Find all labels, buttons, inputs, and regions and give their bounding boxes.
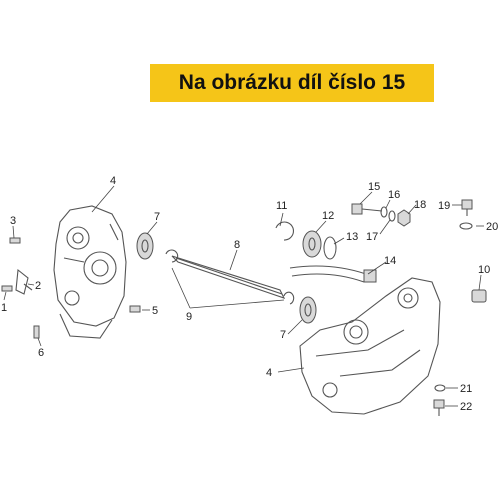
circlip-9a [165, 249, 179, 263]
nut-18 [397, 209, 411, 227]
callout-22: 22 [460, 401, 472, 413]
callout-3: 3 [10, 215, 16, 227]
right-crankcase [299, 277, 441, 415]
callout-15: 15 [368, 181, 380, 193]
callout-12: 12 [322, 210, 334, 222]
callout-4-right: 4 [266, 367, 272, 379]
callout-13: 13 [346, 231, 358, 243]
callout-20: 20 [486, 221, 498, 233]
leader-lines [3, 185, 484, 407]
callout-9: 9 [186, 311, 192, 323]
callout-19: 19 [438, 200, 450, 212]
callout-5: 5 [152, 305, 158, 317]
sensor-19 [461, 199, 473, 216]
bolt-15 [351, 203, 383, 215]
callout-8: 8 [234, 239, 240, 251]
callout-11: 11 [276, 200, 287, 212]
callout-7-upper: 7 [154, 211, 160, 223]
left-crankcase [53, 205, 127, 339]
callout-21: 21 [460, 383, 472, 395]
callout-7-lower: 7 [280, 329, 286, 341]
circlip-9b [283, 291, 295, 305]
part-2-fork [15, 268, 33, 295]
callout-1: 1 [1, 302, 7, 314]
callout-16: 16 [388, 189, 400, 201]
bearing-7-upper [136, 232, 154, 260]
part-3-pin [9, 237, 21, 244]
bush-10 [471, 289, 487, 303]
washer-16 [380, 206, 388, 218]
hose-14 [289, 265, 377, 283]
circlip-11 [275, 221, 295, 241]
bolt-22 [433, 399, 445, 416]
callout-4-left: 4 [110, 175, 116, 187]
title-banner: Na obrázku díl číslo 15 [150, 64, 434, 102]
callout-10: 10 [478, 264, 490, 276]
washer-17 [388, 210, 396, 222]
part-6-dowel [33, 325, 40, 339]
part-5-plug [129, 305, 141, 313]
washer-21 [434, 384, 446, 392]
callout-6: 6 [38, 347, 44, 359]
shaft-8 [171, 255, 286, 299]
part-1-screw [1, 285, 13, 292]
callout-2: 2 [35, 280, 41, 292]
banner-title: Na obrázku díl číslo 15 [178, 71, 406, 94]
bearing-7-lower [299, 296, 317, 324]
callout-17: 17 [366, 231, 378, 243]
callout-18: 18 [414, 199, 426, 211]
callout-14: 14 [384, 255, 396, 267]
oring-20 [459, 222, 473, 230]
bearing-12 [302, 230, 322, 258]
seal-13 [323, 236, 337, 260]
